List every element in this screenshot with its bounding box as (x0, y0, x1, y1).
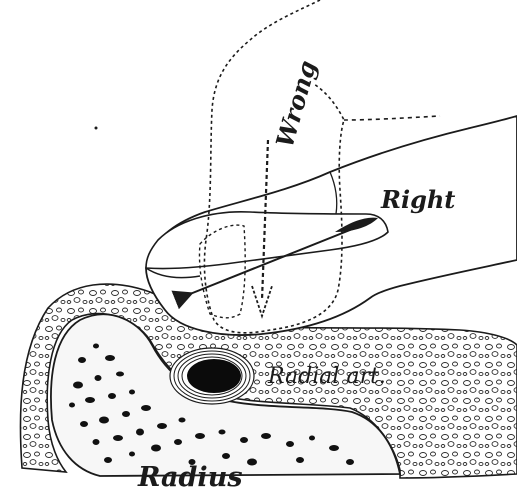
stray-dot (95, 127, 98, 130)
wrong-finger-dorsal-outline (344, 116, 440, 120)
radius-label: Radius (138, 464, 243, 491)
radial-artery (170, 348, 254, 404)
right-label: Right (381, 188, 455, 212)
radial-artery-label: Radial art. (268, 366, 386, 388)
